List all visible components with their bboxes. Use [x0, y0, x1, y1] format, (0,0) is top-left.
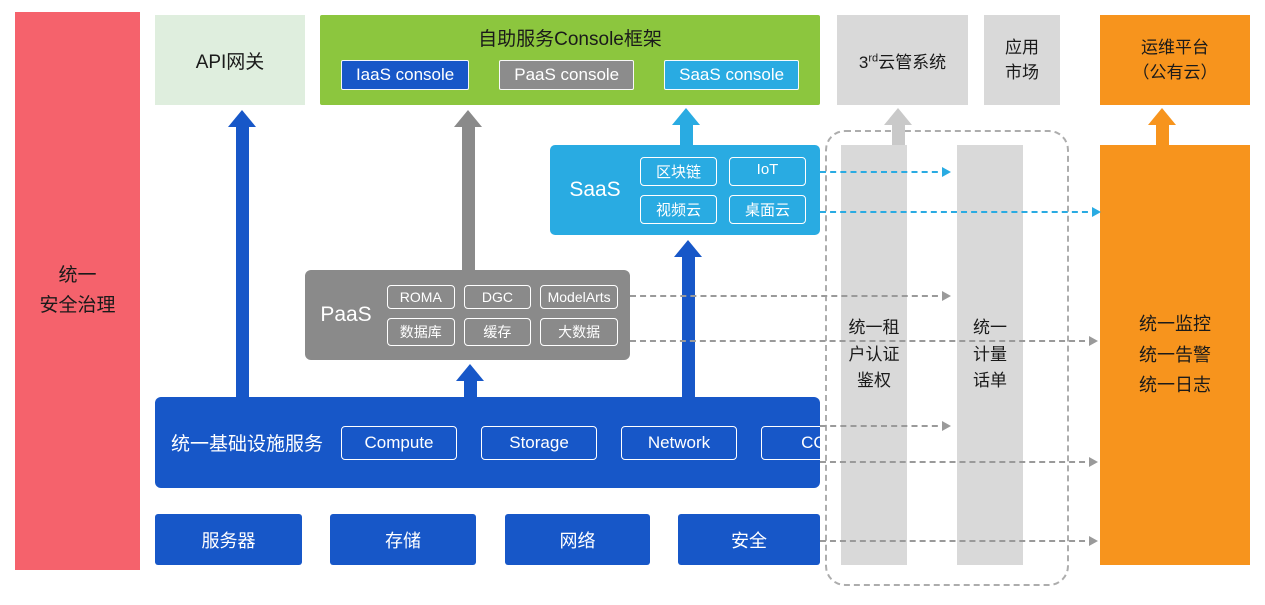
paas-service-roma: ROMA — [387, 284, 455, 309]
unified-tenant-auth-label: 统一租 户认证 鉴权 — [848, 318, 900, 391]
third-party-cloud-mgmt-label: 3rd云管系统 — [858, 51, 947, 72]
resource-storage-box: 存储 — [330, 514, 476, 565]
paas-service-dgc: DGC — [463, 284, 532, 309]
arrow-shared-to-third-party — [884, 108, 912, 145]
unified-metering-bar: 统一 计量 话单 — [957, 145, 1023, 565]
dashed-connector-saas-to-metering — [820, 167, 951, 177]
console-badges: IaaS console PaaS console SaaS console — [340, 60, 800, 90]
arrow-monitor-to-om-platform — [1148, 108, 1176, 145]
shared-services-dashed-group — [825, 130, 1069, 586]
om-platform-label: 运维平台 （公有云） — [1132, 37, 1218, 83]
resource-network-box: 网络 — [505, 514, 650, 565]
unified-security-governance-label: 统一 安全治理 — [39, 264, 116, 316]
saas-label: SaaS — [569, 178, 621, 201]
self-service-console-frame-box: 自助服务Console框架 IaaS console PaaS console … — [320, 15, 820, 105]
paas-services: ROMA DGC ModelArts 数据库 缓存 大数据 — [387, 284, 618, 346]
paas-service-cache: 缓存 — [463, 317, 532, 346]
paas-box: PaaS ROMA DGC ModelArts 数据库 缓存 大数据 — [305, 270, 630, 360]
infra-service-network: Network — [621, 425, 738, 460]
saas-box: SaaS 区块链 IoT 视频云 桌面云 — [550, 145, 820, 235]
app-market-box: 应用 市场 — [984, 15, 1060, 105]
app-market-label: 应用 市场 — [1005, 37, 1039, 83]
unified-metering-label: 统一 计量 话单 — [973, 318, 1007, 391]
third-party-cloud-mgmt-box: 3rd云管系统 — [837, 15, 968, 105]
resource-server-box: 服务器 — [155, 514, 302, 565]
dashed-connector-paas-to-monitoring — [630, 336, 1098, 346]
arrow-infra-to-paas — [456, 364, 484, 397]
infra-services: Compute Storage Network CCE — [341, 425, 878, 460]
unified-tenant-auth-bar: 统一租 户认证 鉴权 — [841, 145, 907, 565]
saas-console-badge: SaaS console — [664, 60, 800, 90]
dashed-connector-saas-to-monitoring — [820, 207, 1101, 217]
arrow-infra-to-api-gateway — [228, 110, 256, 397]
dashed-connector-paas-to-metering — [630, 291, 951, 301]
arrow-infra-to-saas — [674, 240, 702, 397]
arrow-paas-to-console — [454, 110, 482, 270]
unified-monitoring-bar: 统一监控 统一告警 统一日志 — [1100, 145, 1250, 565]
saas-services: 区块链 IoT 视频云 桌面云 — [640, 156, 806, 224]
iaas-console-badge: IaaS console — [340, 60, 470, 90]
infra-service-storage: Storage — [481, 425, 598, 460]
saas-service-iot: IoT — [729, 156, 806, 186]
unified-infrastructure-label: 统一基础设施服务 — [171, 434, 324, 455]
dashed-connector-infra-to-monitoring — [820, 457, 1098, 467]
paas-console-badge: PaaS console — [499, 60, 635, 90]
paas-service-bigdata: 大数据 — [540, 317, 618, 346]
saas-service-video-cloud: 视频云 — [640, 194, 717, 224]
unified-security-governance-bar: 统一 安全治理 — [15, 12, 140, 570]
om-platform-public-cloud-box: 运维平台 （公有云） — [1100, 15, 1250, 105]
dashed-connector-infra-to-metering — [820, 421, 951, 431]
arrow-saas-to-console — [672, 108, 700, 145]
saas-service-blockchain: 区块链 — [640, 156, 717, 186]
paas-service-modelarts: ModelArts — [540, 284, 618, 309]
unified-infrastructure-box: 统一基础设施服务 Compute Storage Network CCE — [155, 397, 878, 488]
paas-service-database: 数据库 — [387, 317, 455, 346]
infra-service-compute: Compute — [341, 425, 458, 460]
unified-monitoring-label: 统一监控 统一告警 统一日志 — [1139, 314, 1211, 396]
resource-security-box: 安全 — [678, 514, 820, 565]
dashed-connector-security-to-monitoring — [820, 536, 1098, 546]
saas-service-desktop-cloud: 桌面云 — [729, 194, 806, 224]
paas-label: PaaS — [320, 303, 372, 326]
api-gateway-box: API网关 — [155, 15, 305, 105]
console-frame-title: 自助服务Console框架 — [478, 29, 662, 50]
api-gateway-label: API网关 — [195, 51, 265, 73]
